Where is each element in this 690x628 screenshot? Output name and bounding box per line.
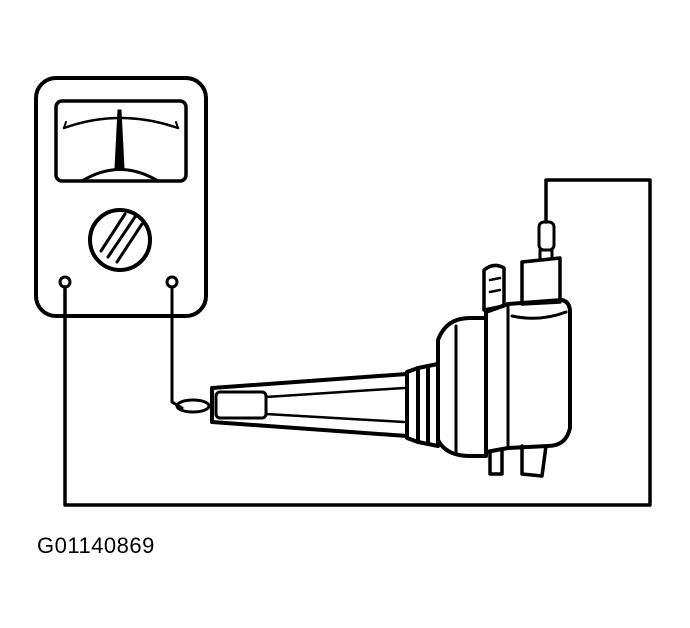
coil-terminal-block: [520, 256, 562, 306]
coil-post-left-ridge: [488, 276, 502, 294]
coil-tube-seam: [264, 386, 406, 424]
lead-common: [63, 178, 652, 507]
multimeter: [34, 76, 208, 318]
test-leads: [63, 178, 652, 507]
coil-terminal-stem: [538, 248, 554, 260]
coil-seal-ribs: [405, 362, 440, 448]
clip-output: [175, 398, 211, 414]
coil-housing: [484, 298, 572, 454]
coil-post-left: [482, 263, 506, 312]
ignition-coil: [210, 248, 572, 478]
coil-bottom-connector: [520, 444, 548, 478]
multimeter-body: [34, 76, 208, 318]
coil-tube: [210, 372, 409, 438]
meter-scale-tick-left: [63, 121, 67, 129]
coil-flange: [436, 316, 488, 458]
lead-positive: [170, 285, 184, 410]
coil-bottom-lug: [488, 448, 504, 476]
meter-pivot-arc: [80, 168, 160, 183]
meter-needle: [114, 109, 125, 169]
figure-id-label: G01140869: [37, 533, 155, 558]
meter-window: [54, 99, 188, 183]
coil-boot-tip: [214, 390, 268, 420]
meter-scale-tick-right: [175, 121, 179, 129]
coil-housing-curve: [510, 310, 568, 320]
clip-terminal: [537, 220, 556, 252]
selector-knob: [88, 208, 152, 272]
